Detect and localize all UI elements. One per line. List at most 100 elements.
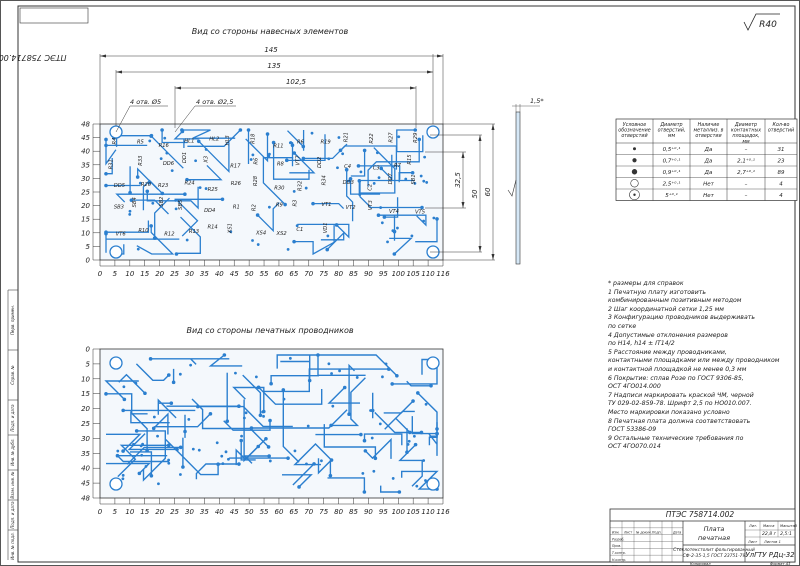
doc-code-rotated: ПТЭС 758714.002: [0, 53, 66, 62]
svg-text:32,5: 32,5: [454, 172, 462, 188]
axis-x-tick-label: 55: [260, 508, 269, 516]
table-header: Диаметр: [659, 122, 682, 128]
scale-value: 2,5:1: [780, 531, 792, 537]
component-label: R16: [159, 143, 170, 149]
axis-y-tick-label: 35: [81, 450, 90, 458]
component-label: R3: [293, 200, 299, 207]
note-line: 1 Печатную плату изготовить: [608, 288, 706, 296]
table-header: контактных: [731, 129, 761, 134]
axis-x-tick-label: 90: [364, 508, 373, 516]
component-label: XS2: [276, 231, 287, 237]
axis-x-tick-label: 20: [155, 270, 164, 278]
component-label: R27: [388, 132, 394, 143]
component-label: R8: [277, 162, 285, 168]
svg-text:50: 50: [471, 189, 479, 198]
table-header: Наличие: [698, 122, 720, 128]
component-label: XS4: [255, 230, 266, 236]
hole-symbol-icon: [631, 169, 638, 175]
component-label: DD1: [182, 152, 188, 163]
axis-x-tick-label: 25: [170, 508, 179, 516]
table-cell: Нет: [703, 193, 715, 199]
table-header: отверстии: [695, 134, 721, 139]
inner-frame: [17, 5, 796, 563]
component-label: VT1: [321, 202, 331, 208]
component-label: SB2: [159, 197, 165, 207]
component-label: R21: [343, 132, 349, 142]
component-label: VT5: [415, 209, 426, 215]
svg-text:R40: R40: [759, 20, 777, 30]
table-cell: Да: [704, 158, 713, 164]
scale-label: Масштаб: [780, 524, 798, 528]
axis-x-tick-label: 55: [260, 270, 269, 278]
component-label: R13: [189, 229, 199, 235]
note-line: 9 Остальные технические требования по: [608, 434, 744, 442]
axis-x-tick-label: 30: [185, 508, 194, 516]
table-cell: Да: [704, 170, 713, 176]
axis-x-tick-label: 45: [230, 508, 239, 516]
component-label: R9: [276, 203, 283, 209]
table-cell: 2,5⁺⁰·¹: [663, 180, 681, 187]
component-label: SB3: [114, 204, 124, 210]
note-line: 7 Надписи маркировать краской ЧМ, черной: [608, 391, 754, 399]
sheets-label: Листов 1: [763, 540, 781, 544]
component-label: R19: [321, 139, 331, 145]
axis-x-tick-label: 5: [113, 508, 118, 516]
axis-x-tick-label: 30: [185, 270, 194, 278]
axis-x-tick-label: 20: [155, 508, 164, 516]
axis-y-tick-label: 30: [81, 175, 90, 183]
note-line: комбинированным позитивным методом: [608, 297, 742, 305]
component-label: R31: [109, 159, 115, 169]
axis-y-tick-label: 20: [81, 202, 90, 210]
title-block-text: Подп.: [652, 531, 662, 535]
title-block-text: Пров.: [612, 544, 621, 548]
hole-symbol-icon: [632, 158, 637, 163]
view-bottom-title: Вид со стороны печатных проводников: [186, 326, 353, 335]
component-label: DD6: [163, 161, 175, 167]
component-label: VT2: [346, 205, 356, 211]
note-line: * размеры для справок: [608, 280, 684, 287]
axis-x-tick-label: 116: [436, 508, 450, 516]
title-block-text: Изм.: [612, 531, 620, 535]
note-line: ГОСТ 53386-09: [608, 426, 657, 434]
note-line: ОСТ 4ГО014.000: [608, 383, 661, 391]
component-label: HL3: [225, 135, 231, 145]
axis-y-tick-label: 10: [81, 375, 90, 383]
title-block-text: Лист: [623, 531, 632, 535]
table-cell: –: [745, 147, 748, 153]
axis-x-tick-label: 70: [304, 508, 313, 516]
component-label: R14: [208, 225, 218, 231]
component-label: R11: [273, 144, 283, 150]
table-cell: 2,7⁺⁰·¹: [737, 169, 755, 176]
component-label: R7: [394, 163, 402, 169]
axis-x-tick-label: 35: [200, 508, 209, 516]
format-label: Формат А3: [770, 562, 791, 566]
title-block-text: Дата: [672, 531, 681, 535]
sheet-label: Лист: [747, 540, 758, 544]
svg-text:1,5*: 1,5*: [530, 97, 544, 105]
roughness-mark: R40: [743, 13, 780, 31]
title-block-text: Разраб.: [612, 537, 625, 541]
axis-x-tick-label: 75: [319, 508, 328, 516]
copied-label: Копировал: [690, 562, 711, 566]
component-label: SB4: [132, 197, 138, 207]
component-label: DD2: [317, 157, 323, 168]
component-label: DD3: [343, 180, 354, 186]
table-cell: 23: [778, 158, 785, 164]
organization: УлГТУ РДц-32: [745, 551, 795, 559]
material: Стеклотекстолит фольгированный: [673, 547, 755, 553]
axis-x-tick-label: 85: [349, 508, 358, 516]
side-label: Инв. № подл.: [10, 532, 15, 560]
side-label: Инв. № дубл.: [10, 438, 15, 465]
mount-hole-icon: [109, 245, 123, 259]
axis-y-tick-label: 25: [81, 189, 90, 197]
table-header: мм: [742, 140, 750, 145]
component-label: R34: [322, 175, 328, 185]
axis-x-tick-label: 105: [406, 508, 420, 516]
axis-y-tick-label: 30: [81, 435, 90, 443]
table-cell: 4: [779, 181, 783, 187]
side-label: Взам. инв. №: [10, 471, 15, 498]
axis-x-tick-label: 80: [334, 508, 343, 516]
note-line: Место маркировки показано условно: [608, 408, 730, 416]
